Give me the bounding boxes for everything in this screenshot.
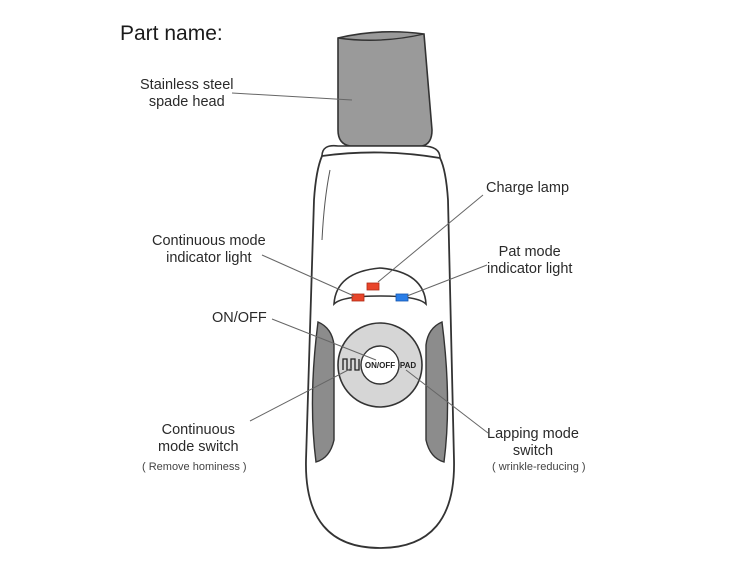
label-continuous-indicator-line2: indicator light bbox=[166, 250, 252, 266]
leader-pat-indicator bbox=[406, 264, 488, 297]
leader-continuous-indicator bbox=[261, 254, 355, 297]
leader-lapping-switch bbox=[405, 369, 489, 434]
left-side-grip bbox=[311, 320, 335, 463]
label-spade-head: Stainless steel spade head bbox=[140, 77, 234, 111]
label-lapping-switch-line2: switch bbox=[512, 443, 554, 459]
label-lapping-switch-note: ( wrinkle-reducing ) bbox=[492, 461, 586, 473]
on-off-button-label: ON/OFF bbox=[365, 361, 395, 370]
label-lapping-switch-line1: Lapping mode bbox=[487, 426, 579, 442]
body-inner-line-left bbox=[321, 169, 331, 241]
label-spade-head-line2: spade head bbox=[148, 94, 225, 110]
label-spade-head-line1: Stainless steel bbox=[140, 77, 234, 93]
on-off-button[interactable] bbox=[360, 345, 400, 385]
leader-on-off bbox=[271, 318, 377, 361]
label-continuous-switch-line2: mode switch bbox=[158, 439, 239, 455]
label-continuous-indicator: Continuous mode indicator light bbox=[152, 233, 266, 267]
spade-head-top-edge bbox=[337, 33, 425, 41]
label-continuous-switch-note: ( Remove hominess ) bbox=[142, 461, 247, 473]
label-pat-indicator-line2: indicator light bbox=[487, 261, 573, 277]
pat-indicator-led bbox=[395, 293, 409, 302]
leader-continuous-switch bbox=[249, 367, 353, 422]
leader-lines bbox=[231, 92, 489, 434]
continuous-indicator-led bbox=[351, 293, 365, 302]
leader-spade-head bbox=[231, 92, 353, 101]
label-continuous-indicator-line1: Continuous mode bbox=[152, 233, 266, 249]
label-charge-lamp: Charge lamp bbox=[486, 180, 570, 196]
page-title: Part name: bbox=[120, 22, 223, 45]
charge-lamp-led bbox=[366, 282, 380, 291]
label-on-off: ON/OFF bbox=[212, 310, 267, 326]
right-side-grip bbox=[425, 320, 449, 463]
label-continuous-switch-line1: Continuous bbox=[161, 422, 235, 438]
label-continuous-switch: Continuous mode switch bbox=[158, 422, 239, 456]
label-pat-indicator-line1: Pat mode bbox=[498, 244, 561, 260]
pad-button-label[interactable]: PAD bbox=[400, 361, 417, 370]
continuous-wave-icon[interactable] bbox=[342, 358, 360, 371]
label-lapping-switch: Lapping mode switch bbox=[487, 426, 579, 460]
leader-charge-lamp bbox=[377, 194, 484, 283]
spade-head bbox=[337, 30, 433, 147]
label-pat-indicator: Pat mode indicator light bbox=[487, 244, 572, 278]
